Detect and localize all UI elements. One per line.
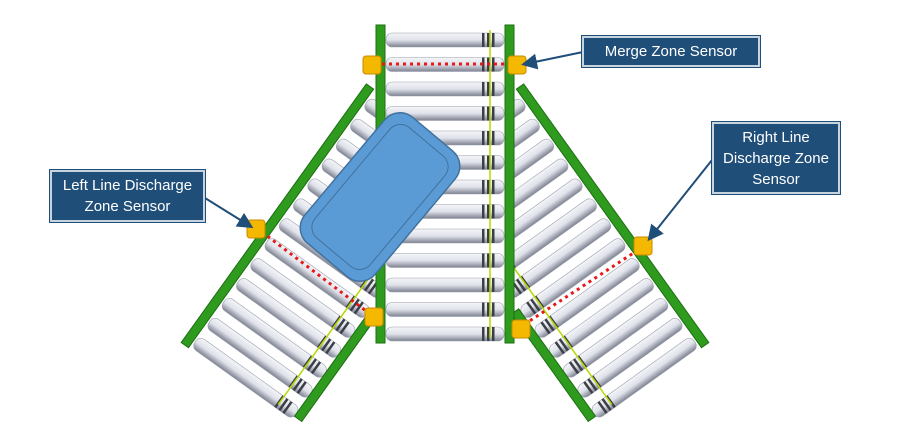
merge-zone-sensor-label: Merge Zone Sensor [581,35,761,68]
left-beam [261,230,371,316]
merge-sensor-right-icon [507,55,527,75]
roller [385,81,505,97]
roller [513,158,569,239]
roller [385,277,505,293]
outer-rail [515,83,710,349]
roller [563,298,669,378]
roller [513,178,583,259]
roller [513,138,555,219]
roller [513,218,612,298]
sensor-beams [261,62,639,324]
roller [385,253,505,268]
left-sensor-inner-icon [364,307,384,327]
inner-rail [513,308,597,423]
roller [385,228,505,244]
left-discharge-sensor-label: Left Line Discharge Zone Sensor [49,169,206,223]
roller [385,326,505,342]
roller [385,32,505,48]
outer-rail [180,83,375,349]
roller [385,106,505,121]
roller [513,98,526,179]
left-sensor-outer-icon [246,219,266,239]
right-discharge-sensor-label: Right Line Discharge Zone Sensor [711,121,841,195]
right-sensor-outer-icon [633,236,653,256]
roller [385,302,505,317]
roller [364,98,377,179]
package [299,112,461,282]
right-rail [504,24,515,344]
callout-arrows [204,51,713,242]
merge-sensor-left-icon [362,55,382,75]
right-branch-conveyor [513,83,710,423]
right-beam [527,248,639,324]
right-sensor-inner-icon [511,319,531,339]
